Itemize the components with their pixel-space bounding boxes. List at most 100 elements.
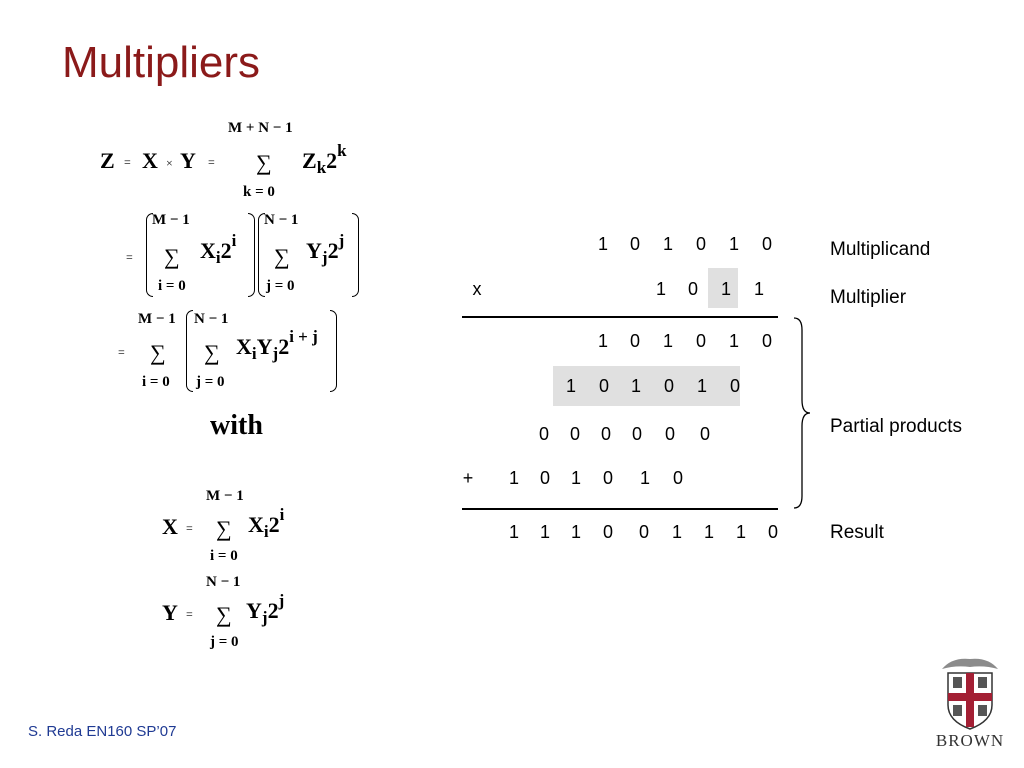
xi-term: Xi2i: [248, 505, 285, 541]
bit: 0: [761, 234, 772, 254]
right-paren: [352, 213, 359, 297]
sum-icon: ∑: [256, 150, 272, 175]
bit: 1: [508, 522, 519, 542]
bit: 0: [695, 331, 706, 351]
bit: 0: [761, 331, 772, 351]
left-paren: [146, 213, 153, 297]
bit: 0: [600, 424, 611, 444]
bit: 1: [662, 234, 673, 254]
bit: 1: [703, 522, 714, 542]
sum-lower-limit: i = 0: [210, 548, 238, 564]
zk-term: Zk2k: [302, 141, 347, 177]
sum-upper-limit: M − 1: [152, 212, 190, 228]
right-paren: [330, 310, 337, 392]
bit: 0: [629, 234, 640, 254]
bit: 0: [729, 376, 740, 396]
right-paren: [248, 213, 255, 297]
bit: 1: [662, 331, 673, 351]
sum-upper-limit: M − 1: [138, 311, 176, 327]
bit: 1: [565, 376, 576, 396]
divider-line: [462, 316, 778, 318]
bit: 0: [569, 424, 580, 444]
sum-lower-limit: i = 0: [142, 374, 170, 390]
bit: 1: [539, 522, 550, 542]
bit: 0: [664, 424, 675, 444]
sum-upper-limit: N − 1: [194, 311, 229, 327]
z-symbol: Z: [100, 148, 115, 173]
bit: 0: [672, 468, 683, 488]
bit: 0: [638, 522, 649, 542]
sum-icon: ∑: [164, 244, 180, 269]
bit: 0: [767, 522, 778, 542]
bit: 1: [508, 468, 519, 488]
x-symbol: X: [162, 514, 178, 539]
bit: 1: [696, 376, 707, 396]
equals-sign: =: [118, 345, 125, 359]
label-multiplicand: Multiplicand: [830, 239, 931, 260]
bit: 0: [631, 424, 642, 444]
bit: 0: [699, 424, 710, 444]
bit: 0: [598, 376, 609, 396]
logo-text: BROWN: [935, 731, 1005, 750]
bit: 1: [728, 234, 739, 254]
yj-term: Yj2j: [306, 231, 345, 267]
label-partial-products: Partial products: [830, 416, 963, 437]
bit: 1: [671, 522, 682, 542]
shield-icon: [942, 658, 998, 730]
bit: 1: [720, 279, 731, 299]
bit: 1: [570, 522, 581, 542]
bit: 1: [570, 468, 581, 488]
sum-upper-limit: M − 1: [206, 488, 244, 504]
sum-icon: ∑: [204, 340, 220, 365]
curly-brace-icon: [793, 317, 811, 509]
times-sign: x: [472, 279, 482, 299]
bit: 0: [602, 468, 613, 488]
bit: 0: [629, 331, 640, 351]
equals-sign: =: [208, 155, 215, 169]
highlight-multiplier-bit: [708, 268, 738, 308]
highlight-partial-row: [553, 366, 740, 406]
divider-line: [462, 508, 778, 510]
y-symbol: Y: [162, 600, 178, 625]
with-text: with: [210, 410, 263, 441]
bit: 1: [728, 331, 739, 351]
plus-sign: +: [462, 468, 474, 488]
equals-sign: =: [186, 521, 193, 535]
sum-lower-limit: i = 0: [158, 278, 186, 294]
xiyj-term: XiYj2i + j: [236, 327, 318, 363]
left-paren: [258, 213, 265, 297]
sum-icon: ∑: [216, 516, 232, 541]
label-result: Result: [830, 522, 884, 543]
equals-sign: =: [124, 155, 131, 169]
sum-lower-limit: j = 0: [196, 374, 225, 390]
sum-upper-limit: N − 1: [206, 574, 241, 590]
bit: 1: [597, 234, 608, 254]
bit: 0: [602, 522, 613, 542]
bit: 1: [597, 331, 608, 351]
footer-text: S. Reda EN160 SP’07: [28, 723, 177, 740]
slide-title: Multipliers: [62, 38, 261, 87]
sum-icon: ∑: [216, 602, 232, 627]
y-symbol: Y: [180, 148, 196, 173]
sum-upper-limit: N − 1: [264, 212, 299, 228]
equals-sign: =: [126, 250, 133, 264]
bit: 0: [687, 279, 698, 299]
xi-term: Xi2i: [200, 231, 237, 267]
equals-sign: =: [186, 607, 193, 621]
bit: 0: [539, 468, 550, 488]
bit: 1: [655, 279, 666, 299]
bit: 1: [753, 279, 764, 299]
sum-icon: ∑: [274, 244, 290, 269]
bit: 1: [630, 376, 641, 396]
left-paren: [186, 310, 193, 392]
x-symbol: X: [142, 148, 158, 173]
bit: 0: [695, 234, 706, 254]
bit: 0: [538, 424, 549, 444]
bit: 1: [735, 522, 746, 542]
times-sign: ×: [166, 156, 173, 170]
sum-upper-limit: M + N − 1: [228, 120, 293, 136]
bit: 0: [663, 376, 674, 396]
sum-icon: ∑: [150, 340, 166, 365]
sum-lower-limit: k = 0: [243, 184, 275, 200]
sum-lower-limit: j = 0: [266, 278, 295, 294]
